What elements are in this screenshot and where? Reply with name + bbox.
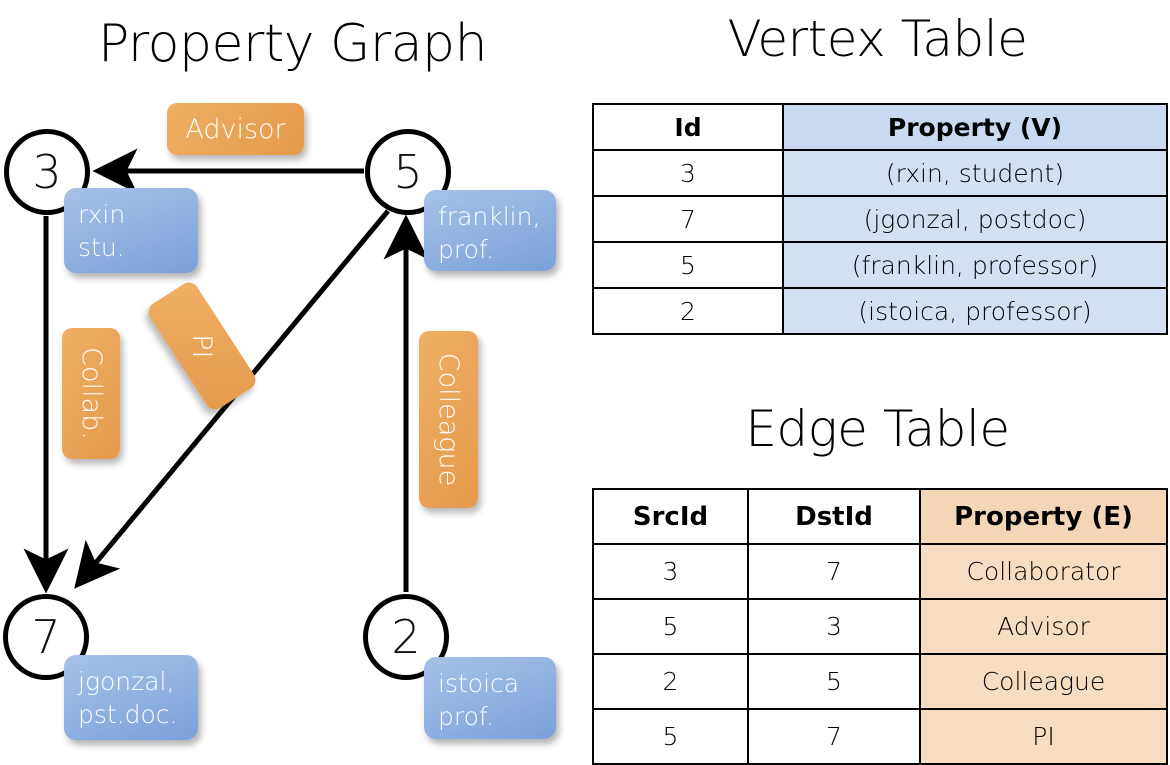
edge-cell-srcid: 5 [592,708,749,765]
edge-cell-srcid: 2 [592,653,749,710]
vertex-cell-property: (istoica, professor) [782,287,1168,335]
vertex-cell-id: 7 [592,195,784,243]
table-header-row: Id Property (V) [592,103,1168,151]
table-header-row: SrcId DstId Property (E) [592,488,1168,545]
vertex-cell-property: (rxin, student) [782,149,1168,197]
edge-label-colleague: Colleague [419,331,478,508]
table-row: 5 3 Advisor [592,598,1168,655]
table-row: 5 7 PI [592,708,1168,765]
vertex-property-line-2: prof. [438,702,494,732]
table-row: 5 (franklin, professor) [592,241,1168,289]
edge-cell-srcid: 3 [592,543,749,600]
edge-cell-srcid: 5 [592,598,749,655]
vertex-property-line-2: stu. [78,233,125,263]
vertex-property-line-1: franklin, [438,202,541,231]
edge-label-pi-text: PI [186,333,218,359]
edge-cell-dstid: 5 [747,653,921,710]
page-title-property-graph: Property Graph [97,14,488,74]
vertex-cell-property: (jgonzal, postdoc) [782,195,1168,243]
vertex-table: Id Property (V) 3 (rxin, student) 7 (jgo… [592,103,1168,335]
vertex-cell-id: 3 [592,149,784,197]
edge-cell-property: Collaborator [919,543,1168,600]
edge-cell-property: PI [919,708,1168,765]
edge-label-advisor-text: Advisor [185,113,286,145]
vertex-property-line-1: istoica [438,669,520,698]
table-row: 7 (jgonzal, postdoc) [592,195,1168,243]
vertex-property-line-2: prof. [438,235,494,265]
vertex-table-header-id: Id [592,103,784,151]
edge-label-advisor: Advisor [167,103,304,155]
edge-table: SrcId DstId Property (E) 3 7 Collaborato… [592,488,1168,765]
property-graph-panel: Property Graph 3 5 7 2 rxin stu. [0,0,585,760]
vertex-cell-id: 2 [592,287,784,335]
vertex-table-header-property: Property (V) [782,103,1168,151]
page-title-edge-table: Edge Table [745,400,1010,458]
vertex-property-box-3: rxin stu. [64,188,198,273]
edge-cell-property: Advisor [919,598,1168,655]
table-row: 3 7 Collaborator [592,543,1168,600]
edge-cell-dstid: 7 [747,708,921,765]
table-row: 2 (istoica, professor) [592,287,1168,335]
edge-table-header-dstid: DstId [747,488,921,545]
edge-cell-property: Colleague [919,653,1168,710]
vertex-property-line-1: jgonzal, [78,667,175,696]
edge-label-collab: Collab. [62,328,120,459]
vertex-property-line-1: rxin [78,200,126,229]
vertex-cell-id: 5 [592,241,784,289]
vertex-property-box-7: jgonzal, pst.doc. [64,655,198,740]
edge-cell-dstid: 7 [747,543,921,600]
vertex-cell-property: (franklin, professor) [782,241,1168,289]
edge-label-collab-text: Collab. [75,347,107,440]
edge-table-header-srcid: SrcId [592,488,749,545]
vertex-property-box-2: istoica prof. [424,657,556,739]
graph-node-2[interactable]: 2 [363,594,449,680]
vertex-property-line-2: pst.doc. [78,700,178,730]
edge-label-colleague-text: Colleague [433,352,464,487]
edge-cell-dstid: 3 [747,598,921,655]
table-row: 2 5 Colleague [592,653,1168,710]
page-title-vertex-table: Vertex Table [727,10,1028,68]
vertex-property-box-5: franklin, prof. [424,190,556,271]
table-row: 3 (rxin, student) [592,149,1168,197]
graph-node-5[interactable]: 5 [365,129,451,215]
edge-table-header-property: Property (E) [919,488,1168,545]
